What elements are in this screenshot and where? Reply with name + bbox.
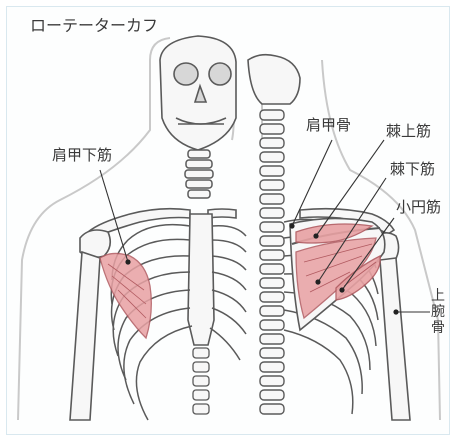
- front-clavicles: [88, 209, 236, 238]
- label-scapula: 肩甲骨: [306, 118, 351, 133]
- label-humerus-char-2: 腕: [430, 304, 446, 320]
- front-neck-vertebrae: [185, 150, 213, 198]
- label-humerus-char-3: 骨: [430, 320, 446, 336]
- label-supraspinatus: 棘上筋: [386, 124, 431, 139]
- front-skull: [160, 36, 236, 150]
- front-sternum: [188, 214, 214, 345]
- label-teres-minor: 小円筋: [396, 200, 441, 215]
- label-humerus-char-1: 上: [430, 288, 446, 304]
- front-spine: [193, 348, 209, 414]
- label-humerus: 上 腕 骨: [430, 288, 446, 336]
- front-subscapularis-muscle: [100, 253, 151, 338]
- back-spine: [260, 110, 284, 414]
- label-infraspinatus: 棘下筋: [390, 162, 435, 177]
- back-skull-base: [248, 55, 300, 104]
- figure-title: ローテーターカフ: [30, 18, 158, 34]
- label-subscapularis: 肩甲下筋: [52, 148, 112, 163]
